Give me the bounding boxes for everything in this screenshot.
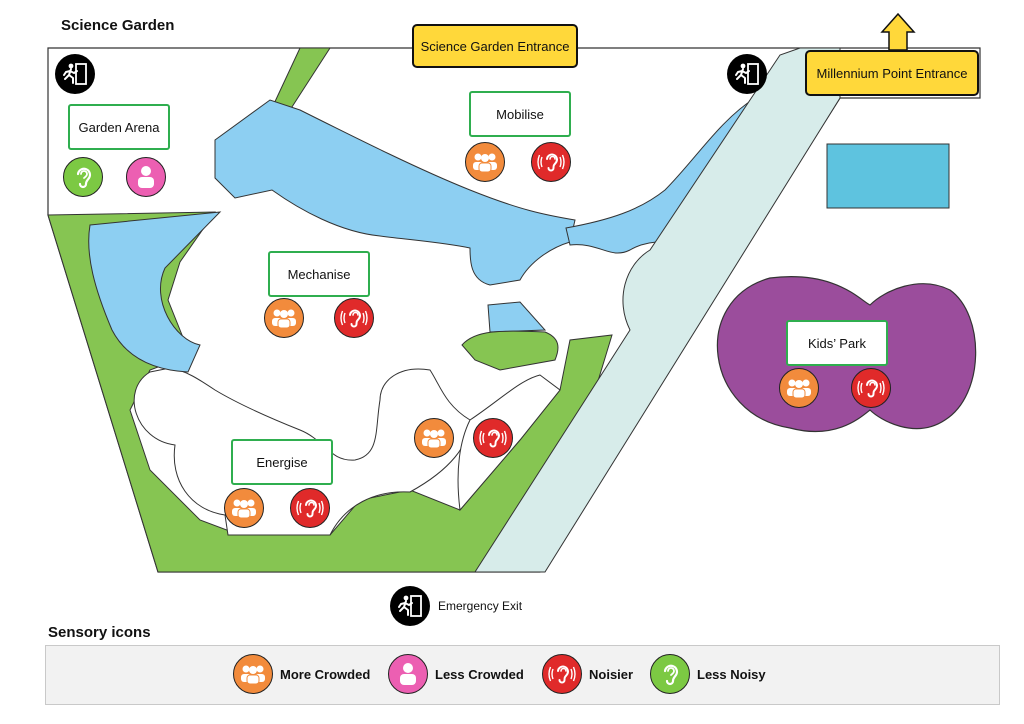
- legend-label: More Crowded: [280, 666, 371, 682]
- millennium-point-entrance: Millennium Point Entrance: [805, 50, 979, 96]
- legend-item-more-crowded: More Crowded: [233, 654, 370, 694]
- crowd-icon: [233, 654, 273, 694]
- noisy-ear-icon: [290, 488, 330, 528]
- noisy-ear-icon: [531, 142, 571, 182]
- water-left: [88, 211, 222, 373]
- entrance-label: Science Garden Entrance: [420, 38, 570, 54]
- person-icon: [126, 157, 166, 197]
- emergency-exit-icon: [55, 54, 95, 94]
- crowd-icon: [465, 142, 505, 182]
- area-label-text: Mechanise: [287, 266, 351, 282]
- water-small: [487, 301, 547, 333]
- noisy-ear-icon: [542, 654, 582, 694]
- area-label-text: Kids’ Park: [807, 335, 867, 351]
- emergency-exit-icon: [727, 54, 767, 94]
- area-label-mechanise: Mechanise: [268, 251, 370, 297]
- area-label-text: Energise: [256, 454, 308, 470]
- legend-title: Sensory icons: [48, 624, 151, 641]
- noisy-ear-icon: [473, 418, 513, 458]
- legend: More Crowded Less Crowded Noisier Less N…: [45, 645, 1000, 705]
- crowd-icon: [414, 418, 454, 458]
- crowd-icon: [264, 298, 304, 338]
- crowd-icon: [224, 488, 264, 528]
- noisy-ear-icon: [851, 368, 891, 408]
- person-icon: [388, 654, 428, 694]
- water-river: [214, 99, 576, 286]
- emergency-exit-label: Emergency Exit: [438, 599, 523, 613]
- blue-feature: [826, 143, 950, 209]
- legend-label: Noisier: [589, 666, 634, 682]
- legend-label: Less Crowded: [435, 666, 524, 682]
- area-label-energise: Energise: [231, 439, 333, 485]
- legend-item-less-noisy: Less Noisy: [650, 654, 766, 694]
- entrance-label: Millennium Point Entrance: [816, 65, 968, 81]
- legend-item-noisier: Noisier: [542, 654, 633, 694]
- noisy-ear-icon: [334, 298, 374, 338]
- page-title: Science Garden: [61, 17, 175, 34]
- area-label-text: Mobilise: [496, 106, 544, 122]
- legend-item-less-crowded: Less Crowded: [388, 654, 524, 694]
- ear-icon: [63, 157, 103, 197]
- area-label-garden-arena: Garden Arena: [68, 104, 170, 150]
- area-label-mobilise: Mobilise: [469, 91, 571, 137]
- area-label-kids-park: Kids’ Park: [786, 320, 888, 366]
- grass-center: [461, 330, 559, 371]
- emergency-exit-icon: [390, 586, 430, 626]
- crowd-icon: [779, 368, 819, 408]
- legend-label: Less Noisy: [697, 666, 766, 682]
- science-garden-entrance: Science Garden Entrance: [412, 24, 578, 68]
- path-band: [474, 47, 841, 573]
- ear-icon: [650, 654, 690, 694]
- arrow-up-icon: [880, 12, 916, 51]
- area-label-text: Garden Arena: [78, 119, 160, 135]
